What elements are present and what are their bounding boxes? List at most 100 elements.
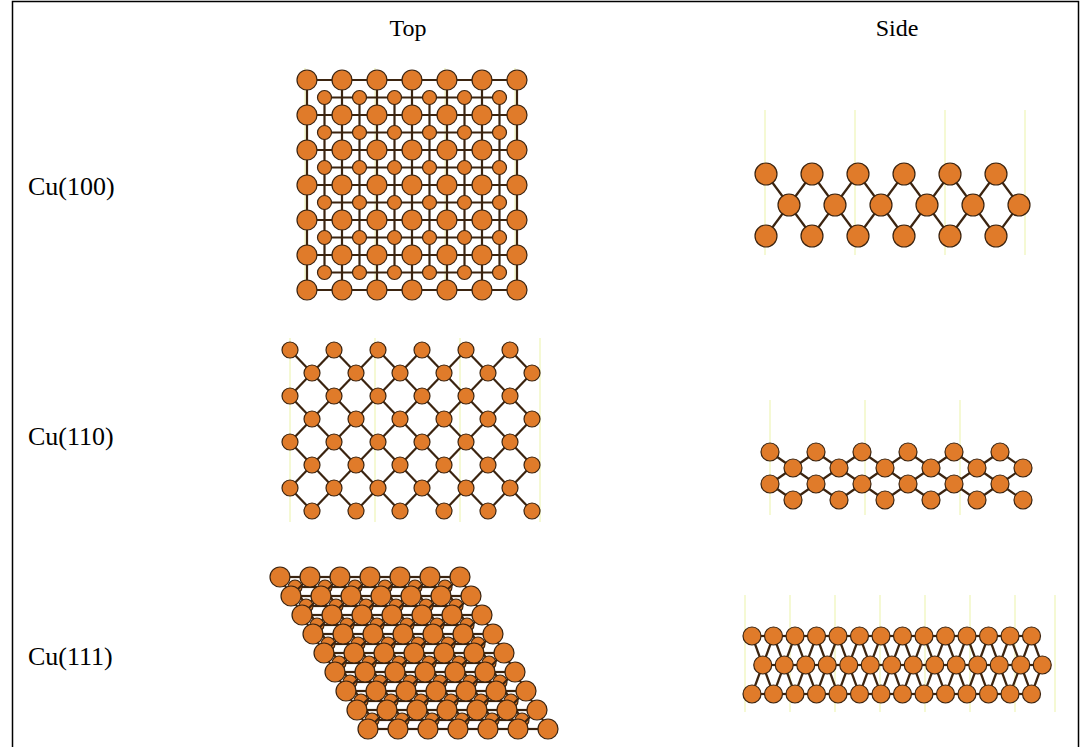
copper-atom <box>437 700 457 720</box>
copper-atom <box>524 457 540 473</box>
copper-atom <box>423 161 437 175</box>
copper-atom <box>348 411 364 427</box>
copper-atom <box>894 627 912 645</box>
copper-atom <box>507 175 527 195</box>
cell-guide-line <box>1054 595 1055 712</box>
copper-atom <box>303 624 323 644</box>
copper-atom <box>292 605 312 625</box>
copper-atom <box>507 105 527 125</box>
copper-atom <box>883 656 901 674</box>
copper-atom <box>385 662 405 682</box>
copper-atom <box>483 624 503 644</box>
copper-atom <box>458 161 472 175</box>
copper-atom <box>458 91 472 105</box>
copper-atom <box>840 656 858 674</box>
atom-layer <box>270 567 558 739</box>
copper-atom <box>502 480 518 496</box>
copper-atom <box>480 503 496 519</box>
copper-atom <box>461 586 481 606</box>
copper-atom <box>851 627 869 645</box>
copper-atom <box>775 656 793 674</box>
copper-atom <box>304 411 320 427</box>
copper-atom <box>367 70 387 90</box>
copper-atom <box>797 656 815 674</box>
copper-atom <box>876 459 894 477</box>
copper-atom <box>894 685 912 703</box>
copper-atom <box>348 503 364 519</box>
copper-atom <box>502 434 518 450</box>
copper-atom <box>445 662 465 682</box>
copper-atom <box>437 175 457 195</box>
copper-atom <box>332 245 352 265</box>
copper-atom <box>360 567 380 587</box>
copper-atom <box>497 700 517 720</box>
copper-atom <box>304 365 320 381</box>
copper-atom <box>527 700 547 720</box>
copper-atom <box>367 105 387 125</box>
copper-atom <box>314 643 334 663</box>
atom-layer <box>282 342 540 519</box>
copper-atom <box>297 210 317 230</box>
copper-atom <box>985 225 1007 247</box>
copper-atom <box>367 280 387 300</box>
copper-atom <box>270 567 290 587</box>
copper-atom <box>358 719 378 739</box>
copper-atom <box>332 105 352 125</box>
copper-atom <box>807 443 825 461</box>
cell-guide <box>765 110 1025 255</box>
copper-atom <box>1023 627 1041 645</box>
copper-atom <box>1033 656 1051 674</box>
copper-atom <box>801 225 823 247</box>
copper-atom <box>353 231 367 245</box>
copper-atom <box>493 161 507 175</box>
copper-atom <box>423 231 437 245</box>
copper-atom <box>493 126 507 140</box>
copper-atom <box>808 627 826 645</box>
copper-atom <box>281 586 301 606</box>
copper-atom <box>824 194 846 216</box>
copper-atom <box>958 627 976 645</box>
copper-atom <box>371 586 391 606</box>
copper-atom <box>437 105 457 125</box>
copper-atom <box>401 586 421 606</box>
copper-atom <box>402 140 422 160</box>
copper-atom <box>507 140 527 160</box>
copper-atom <box>922 491 940 509</box>
copper-atom <box>322 605 342 625</box>
copper-atom <box>414 434 430 450</box>
copper-atom <box>434 643 454 663</box>
copper-atom <box>784 491 802 509</box>
copper-atom <box>311 586 331 606</box>
copper-atom <box>297 105 317 125</box>
copper-atom <box>876 491 894 509</box>
copper-atom <box>367 245 387 265</box>
copper-atom <box>404 643 424 663</box>
copper-atom <box>332 210 352 230</box>
copper-atom <box>458 342 474 358</box>
copper-atom <box>388 266 402 280</box>
copper-atom <box>414 342 430 358</box>
copper-atom <box>507 280 527 300</box>
copper-atom <box>861 656 879 674</box>
atom-layer <box>761 443 1032 509</box>
copper-atom <box>304 503 320 519</box>
copper-atom <box>524 411 540 427</box>
copper-atom <box>423 266 437 280</box>
copper-atom <box>991 443 1009 461</box>
copper-atom <box>390 567 410 587</box>
copper-atom <box>318 196 332 210</box>
copper-atom <box>990 656 1008 674</box>
copper-atom <box>937 627 955 645</box>
copper-atom <box>392 503 408 519</box>
copper-atom <box>297 245 317 265</box>
copper-atom <box>297 70 317 90</box>
copper-atom <box>341 586 361 606</box>
copper-atom <box>765 685 783 703</box>
copper-atom <box>392 411 408 427</box>
copper-atom <box>423 126 437 140</box>
copper-atom <box>418 719 438 739</box>
copper-atom <box>423 196 437 210</box>
atom-layer <box>755 163 1030 247</box>
copper-atom <box>402 175 422 195</box>
copper-atom <box>493 266 507 280</box>
